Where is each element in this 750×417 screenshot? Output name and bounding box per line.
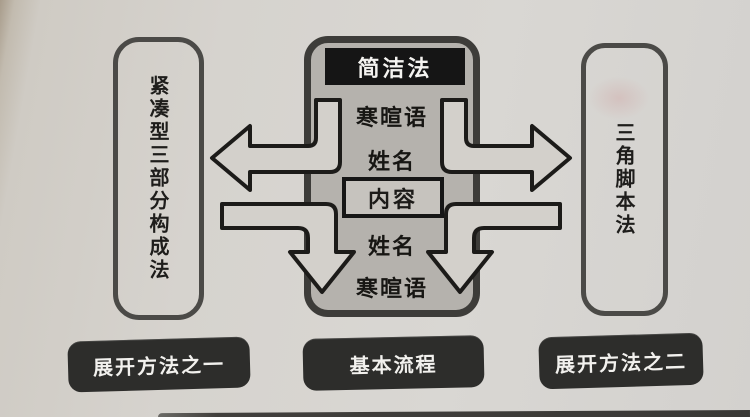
flow-step-name-bottom: 姓名 [367, 235, 416, 260]
flow-step-content-box: 内容 [342, 177, 444, 218]
basic-flow-label: 基本流程 [349, 351, 438, 378]
expansion-method-two-pill: 展开方法之二 [538, 332, 704, 390]
expansion-method-two-label: 展开方法之二 [554, 348, 688, 377]
page-edge-shadow [157, 410, 750, 417]
flow-step-name-top: 姓名 [367, 150, 416, 175]
photo-smudge [588, 76, 650, 120]
compact-three-part-method-pill: 紧凑型三部分构成法 [113, 37, 204, 320]
triangle-script-method-label: 三角脚本法 [612, 122, 636, 237]
flow-step-greeting-bottom: 寒暄语 [355, 277, 428, 302]
flow-step-greeting-top: 寒暄语 [355, 106, 428, 131]
expansion-method-one-label: 展开方法之一 [92, 352, 226, 380]
basic-flow-pill: 基本流程 [302, 335, 485, 391]
triangle-script-method-pill: 三角脚本法 [581, 43, 668, 316]
expansion-method-one-pill: 展开方法之一 [67, 336, 251, 393]
concise-method-header: 简洁法 [325, 48, 465, 85]
compact-three-part-method-label: 紧凑型三部分构成法 [146, 75, 170, 282]
